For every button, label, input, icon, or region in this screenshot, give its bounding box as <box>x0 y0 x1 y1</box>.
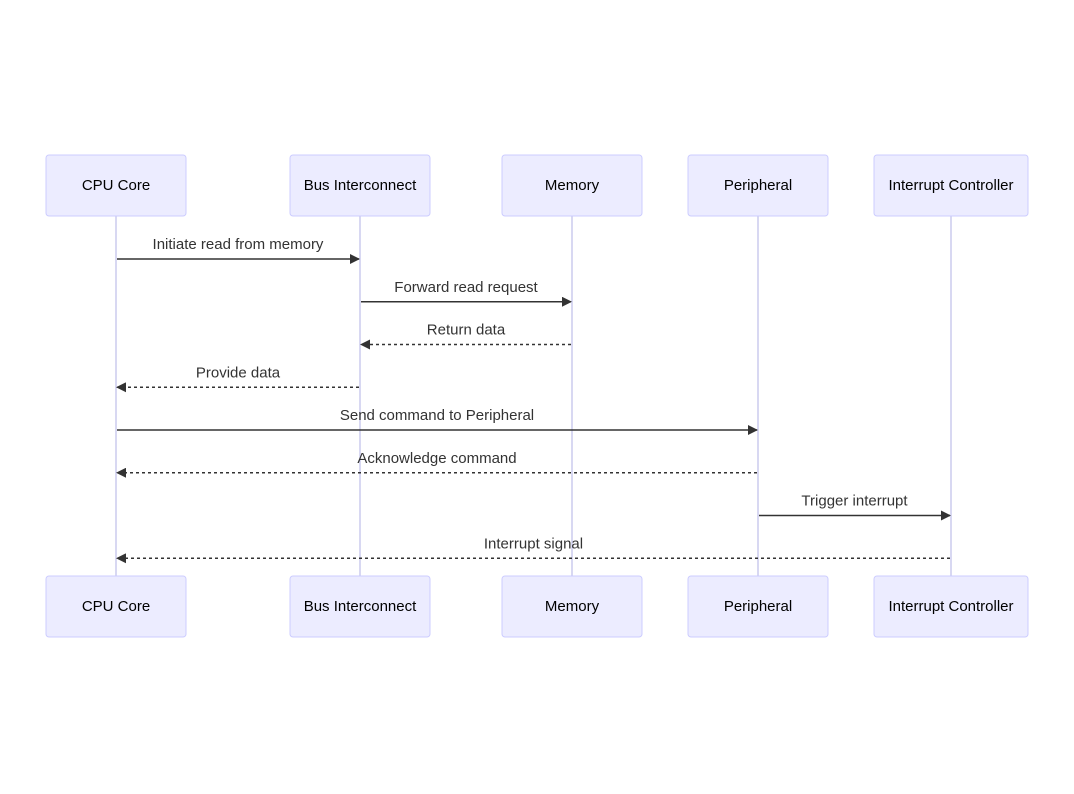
participant-box <box>687 154 829 217</box>
message-5: Send command to Peripheral <box>117 407 758 435</box>
participant-box <box>501 154 643 217</box>
message-label: Return data <box>427 322 506 339</box>
participant-per-top: Peripheral <box>687 154 829 217</box>
participant-bus-bottom: Bus Interconnect <box>289 575 431 638</box>
message-label: Provide data <box>196 364 281 381</box>
message-8: Interrupt signal <box>116 535 950 564</box>
participant-label: Interrupt Controller <box>888 177 1013 194</box>
message-6: Acknowledge command <box>116 450 757 478</box>
participant-label: Peripheral <box>724 598 792 615</box>
participant-cpu-bottom: CPU Core <box>45 575 187 638</box>
participant-label: Peripheral <box>724 177 792 194</box>
participant-bus-top: Bus Interconnect <box>289 154 431 217</box>
message-label: Send command to Peripheral <box>340 407 534 424</box>
participant-label: Memory <box>545 598 600 615</box>
participant-cpu-top: CPU Core <box>45 154 187 217</box>
participant-mem-bottom: Memory <box>501 575 643 638</box>
participant-label: Bus Interconnect <box>304 598 417 615</box>
message-1: Initiate read from memory <box>117 236 360 264</box>
message-label: Forward read request <box>394 279 538 296</box>
lifelines <box>115 216 952 576</box>
participant-label: CPU Core <box>82 177 150 194</box>
participant-irq-bottom: Interrupt Controller <box>873 575 1029 638</box>
participant-box <box>289 575 431 638</box>
participant-box <box>501 575 643 638</box>
participant-box <box>873 575 1029 638</box>
participant-label: CPU Core <box>82 598 150 615</box>
message-label: Initiate read from memory <box>153 236 324 253</box>
message-7: Trigger interrupt <box>759 493 951 521</box>
message-label: Trigger interrupt <box>801 493 908 510</box>
participants-bottom: CPU Core Bus Interconnect Memory Peripheral… <box>45 575 1029 638</box>
participant-per-bottom: Peripheral <box>687 575 829 638</box>
participant-irq-top: Interrupt Controller <box>873 154 1029 217</box>
participants-top: CPU Core Bus Interconnect Memory Peripheral… <box>45 154 1029 217</box>
participant-label: Bus Interconnect <box>304 177 417 194</box>
message-2: Forward read request <box>361 279 572 307</box>
message-label: Interrupt signal <box>484 535 583 552</box>
participant-label: Memory <box>545 177 600 194</box>
message-3: Return data <box>360 322 571 350</box>
participant-box <box>873 154 1029 217</box>
participant-box <box>687 575 829 638</box>
participant-label: Interrupt Controller <box>888 598 1013 615</box>
participant-box <box>45 154 187 217</box>
participant-box <box>45 575 187 638</box>
participant-box <box>289 154 431 217</box>
message-4: Provide data <box>116 364 359 393</box>
message-label: Acknowledge command <box>357 450 516 467</box>
participant-mem-top: Memory <box>501 154 643 217</box>
